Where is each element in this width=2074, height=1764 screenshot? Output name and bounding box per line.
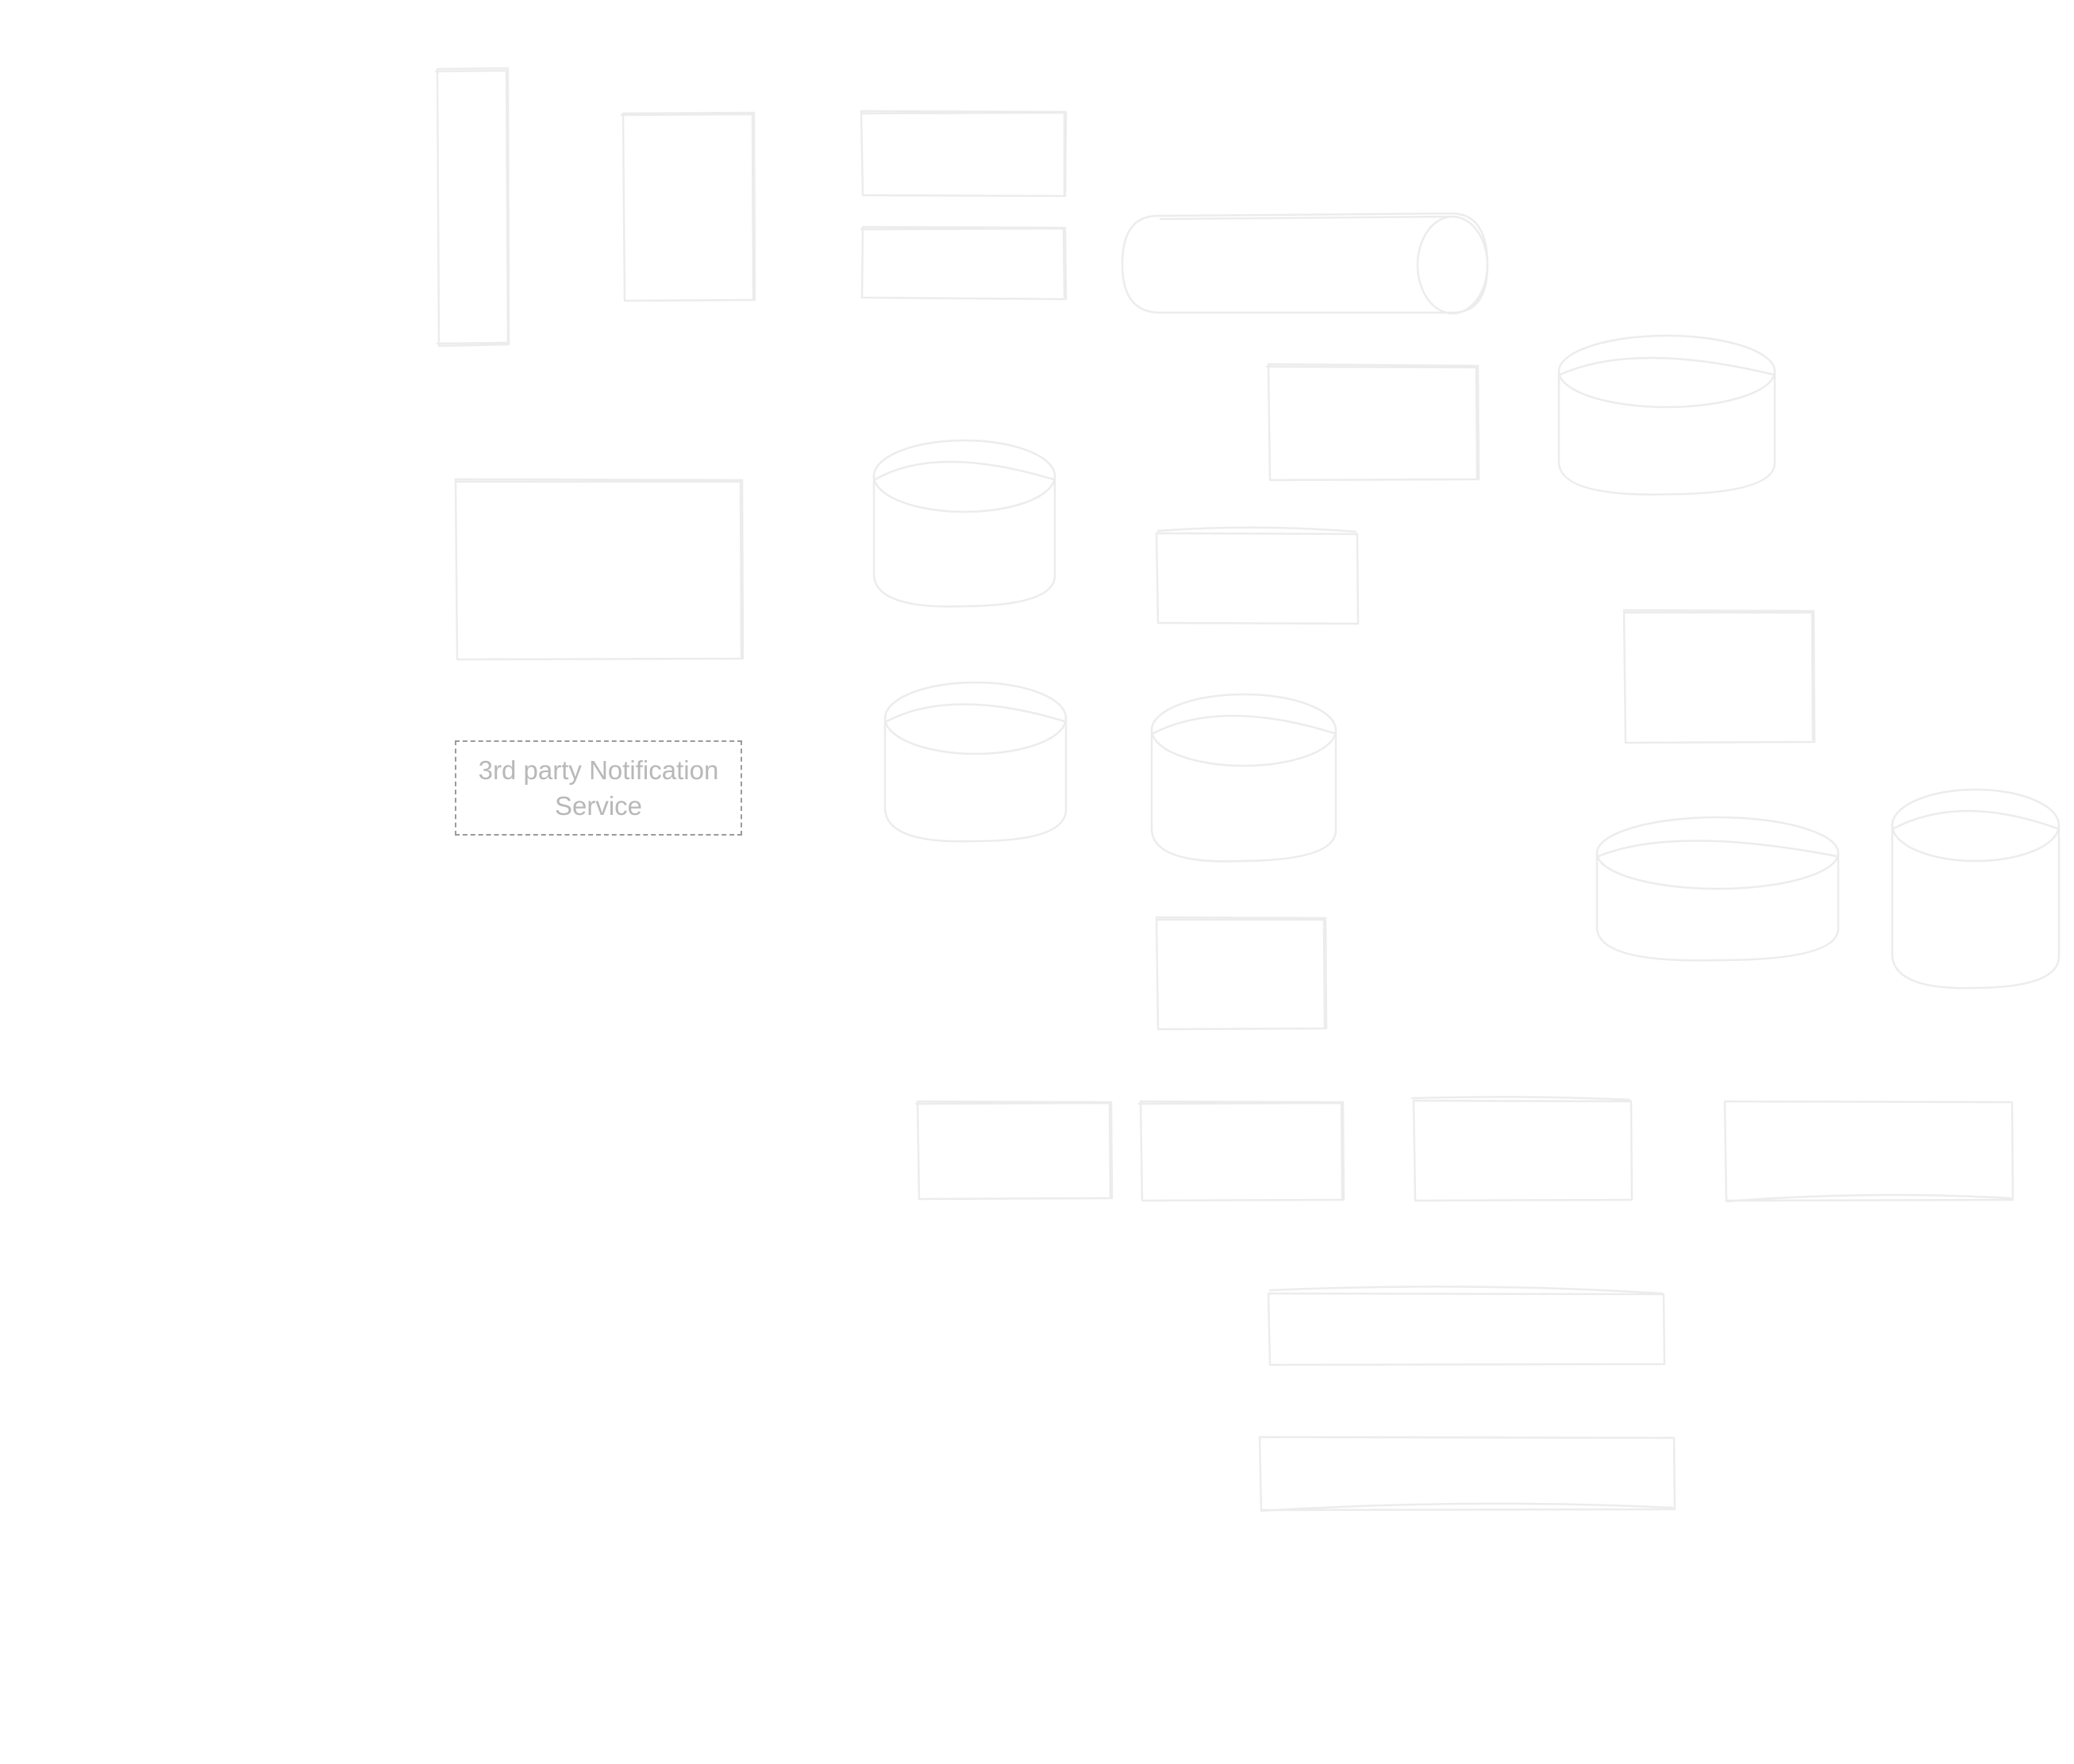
- database-cylinder-placeholder: [872, 439, 1056, 608]
- box-placeholder: [914, 1100, 1114, 1201]
- queue-cylinder-placeholder: [1121, 212, 1489, 315]
- box-placeholder: [620, 111, 756, 302]
- notification-service-label: 3rd party Notification Service: [478, 755, 719, 821]
- database-cylinder-placeholder: [883, 681, 1068, 843]
- third-party-notification-service-box: 3rd party Notification Service: [455, 740, 742, 836]
- box-placeholder: [1137, 1100, 1345, 1202]
- wide-bar-placeholder: [1258, 1435, 1676, 1512]
- box-placeholder: [1410, 1096, 1633, 1202]
- box-placeholder: [1723, 1100, 2014, 1203]
- box-placeholder: [1622, 609, 1816, 744]
- box-placeholder: [454, 478, 745, 661]
- database-cylinder-placeholder: [1595, 816, 1840, 962]
- box-placeholder: [1155, 526, 1360, 625]
- box-placeholder: [1155, 916, 1328, 1031]
- database-cylinder-placeholder: [1150, 693, 1337, 863]
- database-cylinder-placeholder: [1557, 334, 1776, 496]
- box-placeholder: [860, 110, 1068, 198]
- box-placeholder: [860, 225, 1068, 301]
- tall-bar-placeholder: [434, 67, 510, 348]
- database-cylinder-placeholder: [1891, 788, 2061, 990]
- box-placeholder: [1265, 363, 1480, 482]
- wide-bar-placeholder: [1267, 1286, 1666, 1366]
